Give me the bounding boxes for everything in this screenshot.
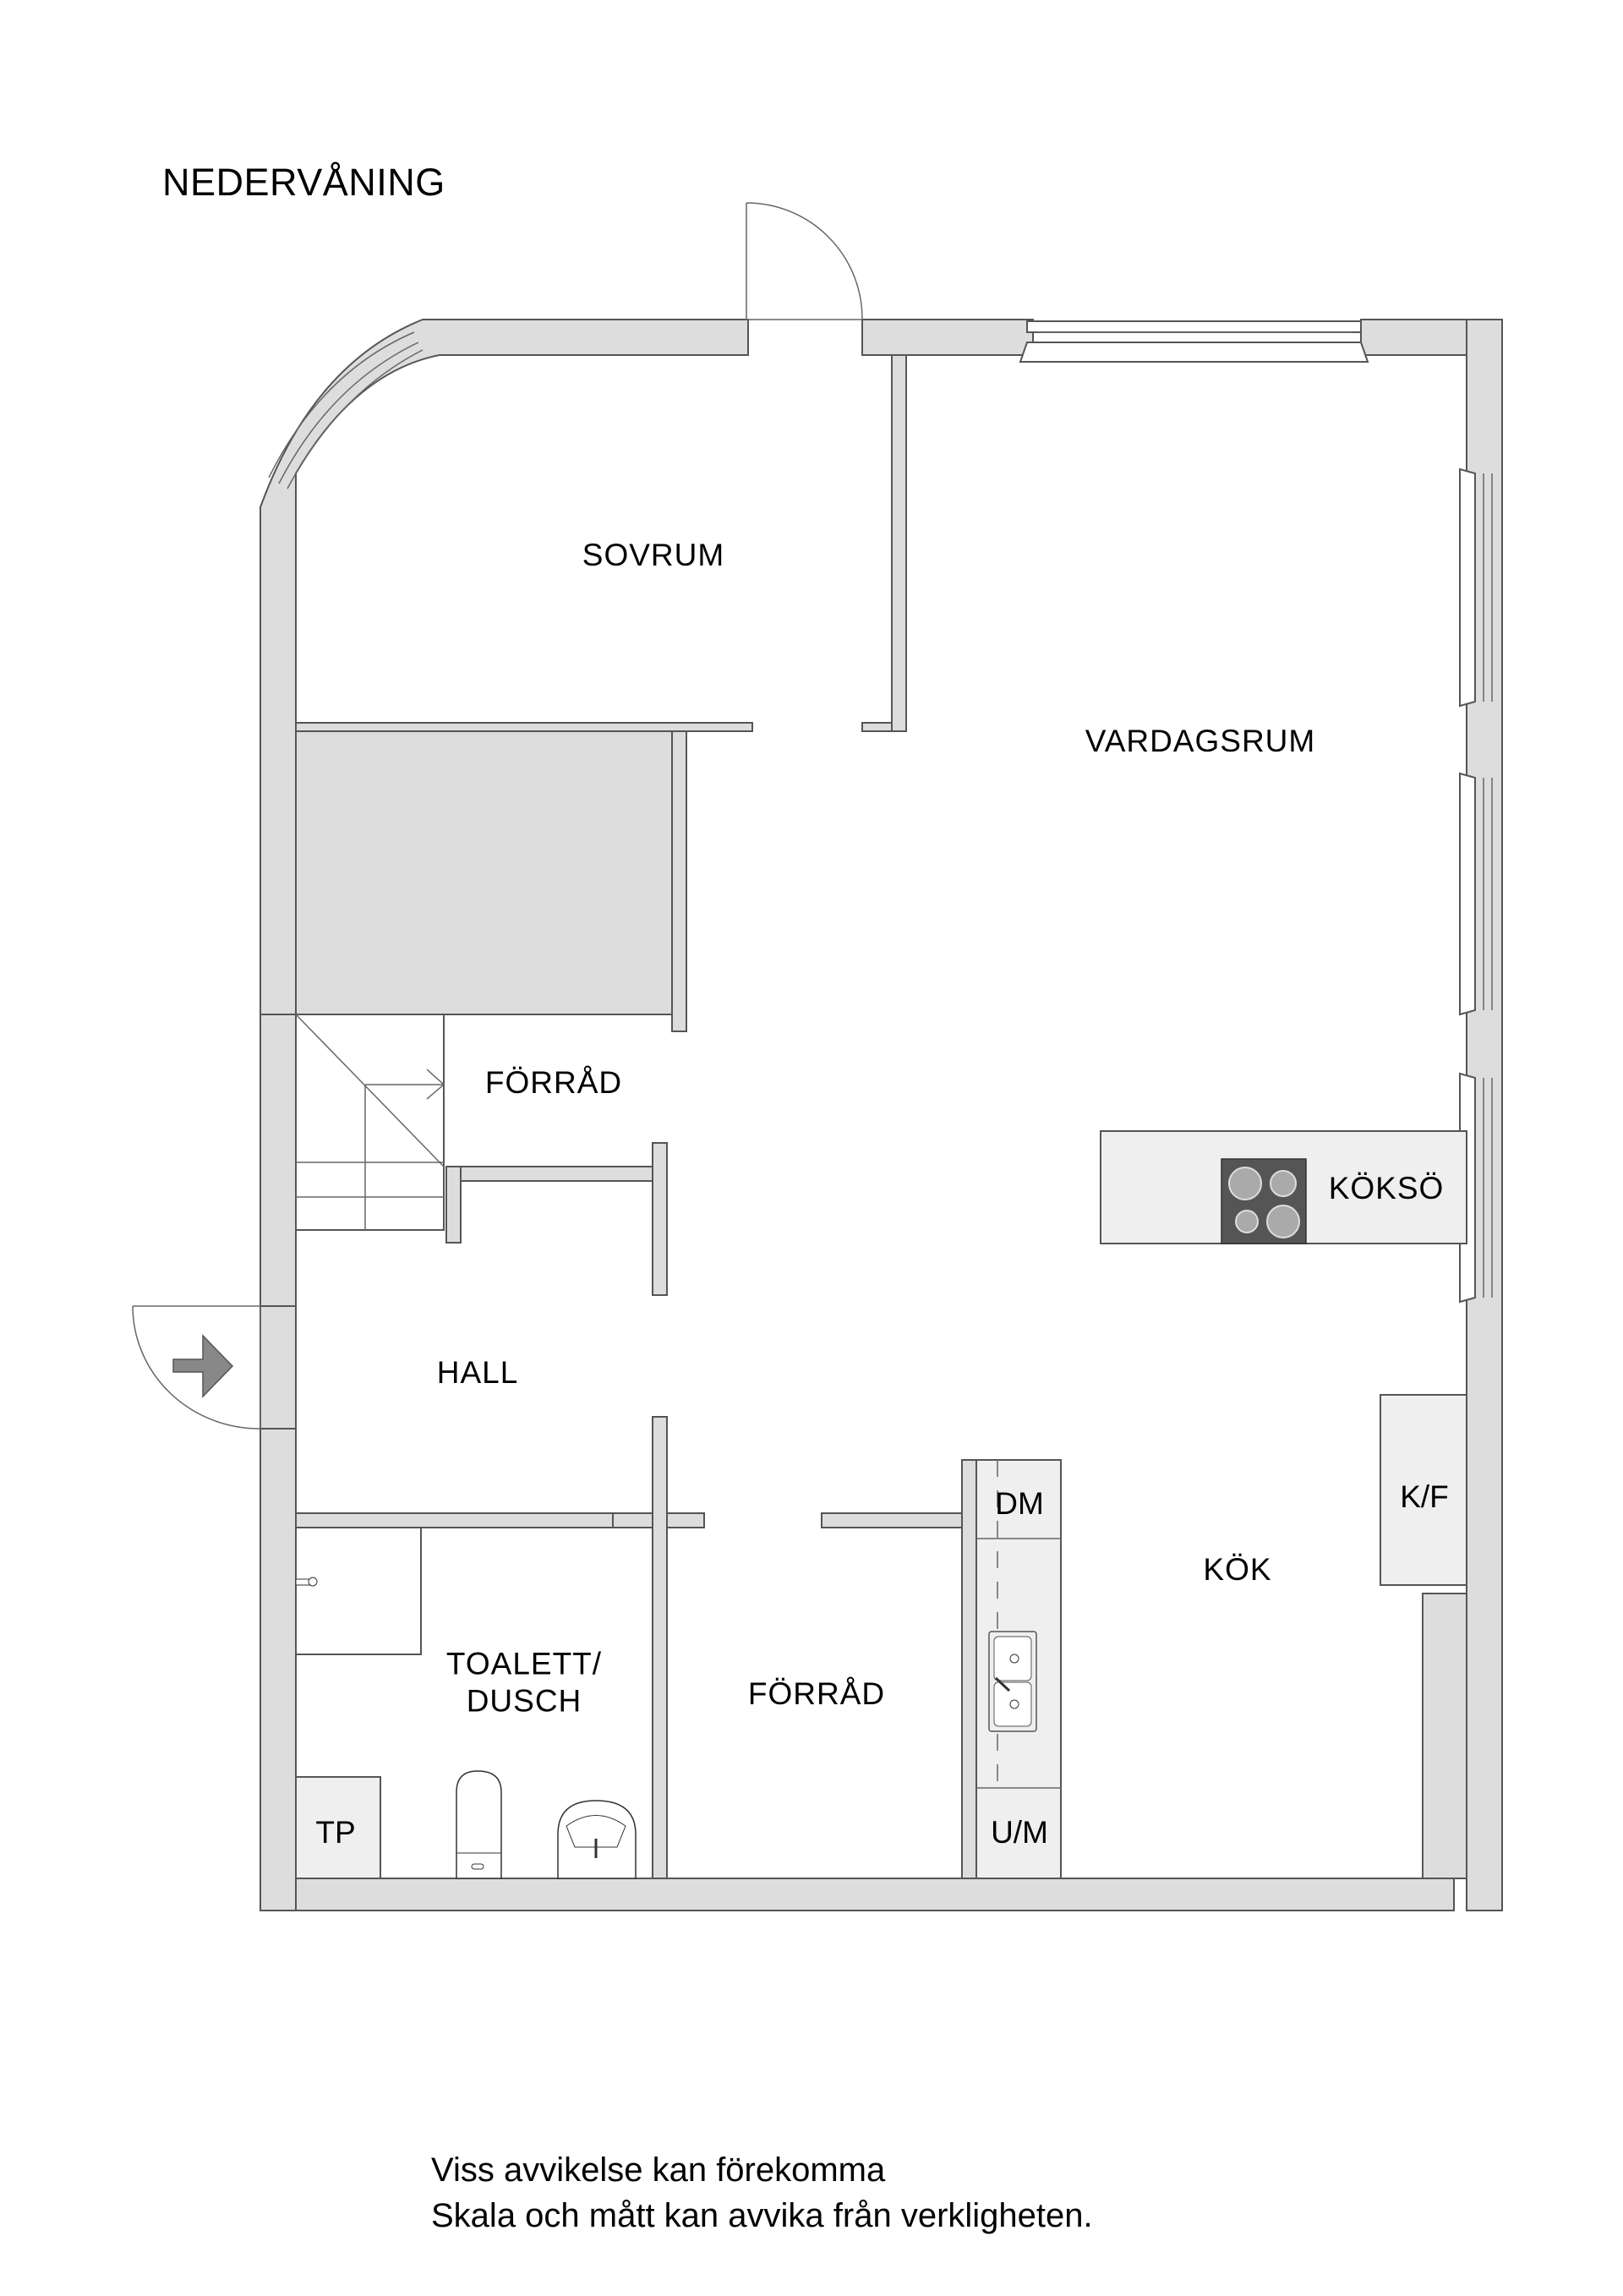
entrance-arrow-icon (172, 1334, 234, 1398)
room-label-vardagsrum: VARDAGSRUM (1085, 723, 1316, 758)
kitchen-island (1100, 1130, 1467, 1244)
room-label-kokso: KÖKSÖ (1328, 1170, 1445, 1205)
floor-title: NEDERVÅNING (162, 161, 445, 204)
stairs-icon (295, 1014, 445, 1231)
room-label-sovrum: SOVRUM (582, 537, 725, 572)
washbasin-icon (557, 1800, 637, 1879)
disclaimer: Viss avvikelse kan förekomma Skala och m… (431, 2147, 1093, 2239)
disclaimer-line2: Skala och mått kan avvika från verklighe… (431, 2197, 1093, 2234)
fixture-label-tp: TP (315, 1814, 356, 1850)
door-top (746, 202, 863, 320)
room-label-forrad-lower: FÖRRÅD (747, 1676, 886, 1711)
window-top (1019, 320, 1369, 363)
window-right-1 (1459, 467, 1493, 708)
kitchen-counter (975, 1459, 1062, 1879)
curved-window (268, 331, 424, 489)
sink-icon (988, 1631, 1037, 1732)
window-right-2 (1459, 772, 1493, 1016)
disclaimer-line1: Viss avvikelse kan förekomma (431, 2151, 886, 2189)
fixture-label-dm: DM (995, 1485, 1044, 1521)
fixture-label-kf: K/F (1400, 1479, 1449, 1514)
room-label-hall: HALL (436, 1354, 519, 1390)
toilet-icon (456, 1770, 502, 1879)
interior-walls (295, 354, 977, 1879)
fridge-freezer (1380, 1394, 1467, 1586)
room-label-forrad-upper: FÖRRÅD (484, 1064, 623, 1100)
room-label-toalett-line2: DUSCH (466, 1684, 582, 1719)
room-label-kok: KÖK (1203, 1551, 1272, 1587)
shower-icon (295, 1527, 422, 1655)
fixture-label-um: U/M (991, 1814, 1048, 1850)
room-label-toalett-dusch: TOALETT/ DUSCH (446, 1646, 602, 1721)
entrance-door (132, 1305, 261, 1430)
stove-icon (1221, 1158, 1307, 1244)
tp-cabinet (295, 1776, 381, 1879)
room-label-toalett-line1: TOALETT/ (445, 1646, 603, 1681)
